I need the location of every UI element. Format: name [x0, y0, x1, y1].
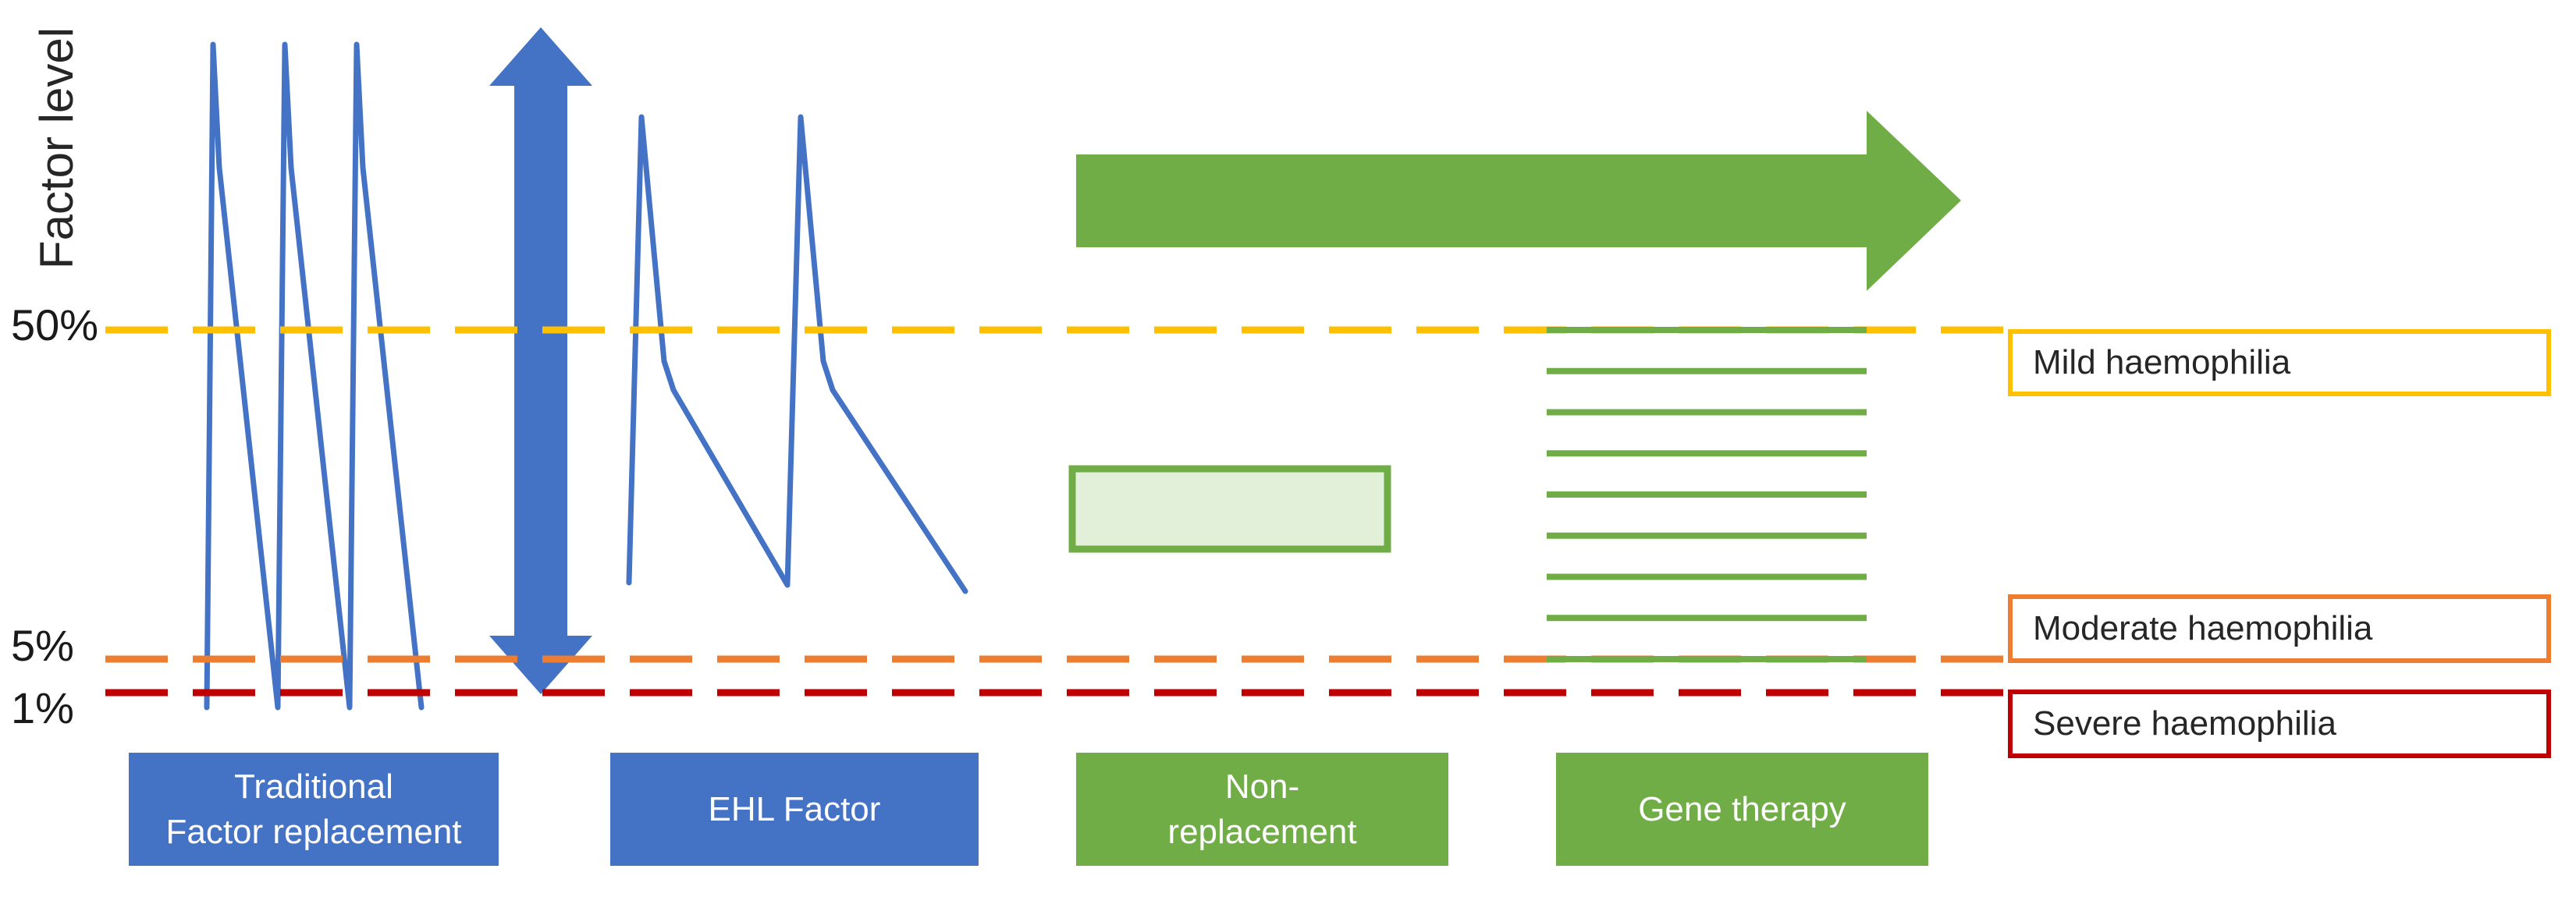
treatment-label-line: EHL Factor — [708, 789, 881, 828]
treatment-box-ehl-factor: EHL Factor — [610, 753, 979, 866]
series-ehl-factor — [626, 114, 968, 594]
treatment-box-traditional-factor-replacement: Traditional Factor replacement — [129, 753, 499, 866]
treatment-label-line: Gene therapy — [1638, 789, 1846, 828]
treatment-level-series — [204, 41, 968, 711]
treatment-box-gene-therapy: Gene therapy — [1556, 753, 1928, 866]
tick-label-50: 50% — [11, 300, 99, 349]
treatment-label-line: Traditional — [234, 767, 393, 806]
green-right-arrow-icon — [1076, 111, 1961, 291]
treatment-label-line: Factor replacement — [165, 812, 462, 851]
severe-haemophilia-label: Severe haemophilia — [2033, 704, 2336, 743]
treatment-box-non-replacement: Non- replacement — [1076, 753, 1448, 866]
moderate-haemophilia-box: Moderate haemophilia — [2008, 594, 2551, 663]
moderate-haemophilia-label: Moderate haemophilia — [2033, 609, 2373, 647]
treatment-label-line: replacement — [1167, 812, 1357, 851]
severe-haemophilia-box: Severe haemophilia — [2008, 690, 2551, 758]
non-replacement-band — [1068, 465, 1391, 553]
threshold-lines — [105, 326, 2009, 697]
tick-label-1: 1% — [11, 683, 74, 732]
series-traditional-factor-replacement — [204, 41, 425, 711]
mild-haemophilia-box: Mild haemophilia — [2008, 329, 2551, 396]
tick-label-5: 5% — [11, 621, 74, 670]
mild-haemophilia-label: Mild haemophilia — [2033, 343, 2291, 381]
y-axis-title: Factor level — [30, 27, 83, 270]
blue-double-arrow-icon — [489, 27, 592, 694]
gene-therapy-lines — [1547, 327, 1867, 662]
treatment-label-line: Non- — [1224, 767, 1300, 806]
